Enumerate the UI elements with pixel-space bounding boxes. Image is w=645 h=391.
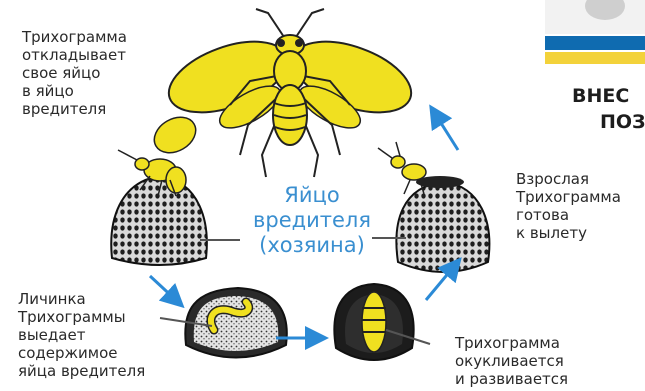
stage-adult-label: Взрослая Трихограмма готова к вылету	[516, 170, 621, 242]
host-egg-center-label: Яйцо вредителя (хозяина)	[236, 183, 388, 258]
stage-pupa-label: Трихограмма окукливается и развивается	[455, 334, 568, 388]
egg-with-pupa-icon	[334, 284, 430, 360]
wasp-on-egg-icon	[111, 110, 240, 265]
corner-banner-line1: ВНЕС	[572, 84, 629, 108]
corner-banner-graphic	[545, 0, 645, 64]
wasp-icon	[159, 9, 420, 177]
stage-lays-egg-label: Трихограмма откладывает свое яйцо в яйцо…	[22, 28, 127, 118]
stage-larva-label: Личинка Трихограммы выедает содержимое я…	[18, 290, 145, 380]
adult-emerging-icon	[372, 142, 489, 272]
corner-banner-line2: ПОЗ	[600, 110, 645, 134]
egg-with-larva-icon	[160, 288, 287, 358]
